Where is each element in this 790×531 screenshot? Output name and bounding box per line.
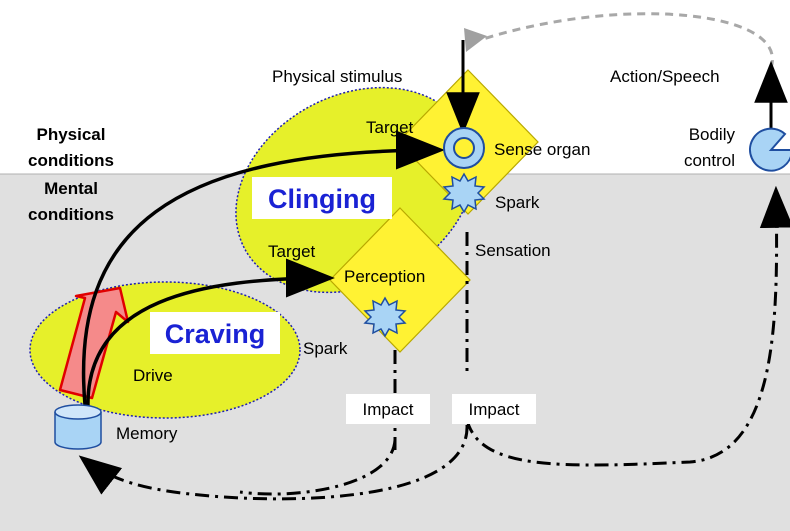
impact-right-box [452, 394, 536, 424]
impact-to-memory-line [78, 424, 469, 501]
craving-heading: Craving [165, 319, 266, 349]
spark-top-icon [442, 172, 486, 214]
drive-arrow [58, 286, 130, 400]
memory-to-sense-target-arrow [81, 130, 445, 406]
craving-box [150, 312, 280, 354]
impact-right-label: Impact [468, 400, 519, 419]
feedback-gray-arrow [479, 12, 774, 69]
spark-mid-label: Spark [303, 339, 348, 358]
bodily-control-label-2: control [684, 151, 735, 170]
sensation-to-control-line [465, 185, 790, 467]
target-top-label: Target [366, 118, 414, 137]
physical-conditions-label-1: Physical [37, 125, 106, 144]
clinging-heading: Clinging [268, 184, 376, 214]
memory-icon [54, 404, 102, 450]
sense-organ-label: Sense organ [494, 140, 590, 159]
sense-organ-pupil [453, 137, 475, 159]
perception-diamond [329, 207, 471, 353]
perception-impact-to-memory-line [239, 439, 397, 496]
spark-mid-icon [363, 296, 407, 338]
spark-top-label: Spark [495, 193, 540, 212]
perception-label: Perception [344, 267, 425, 286]
impact-left-label: Impact [362, 400, 413, 419]
mental-conditions-label-1: Mental [44, 179, 98, 198]
action-speech-label: Action/Speech [610, 67, 720, 86]
physical-stimulus-label: Physical stimulus [272, 67, 402, 86]
mental-conditions-label-2: conditions [28, 205, 114, 224]
bodily-control-pie [749, 127, 790, 172]
physical-conditions-label-2: conditions [28, 151, 114, 170]
feedback-gray-arrowhead [464, 28, 487, 52]
drive-label: Drive [133, 366, 173, 385]
impact-left-box [346, 394, 430, 424]
clinging-box [252, 177, 392, 219]
memory-label: Memory [116, 424, 178, 443]
memory-to-perception-target-arrow [86, 258, 335, 409]
bodily-control-label-1: Bodily [689, 125, 736, 144]
sensation-label: Sensation [475, 241, 551, 260]
target-mid-label: Target [268, 242, 316, 261]
